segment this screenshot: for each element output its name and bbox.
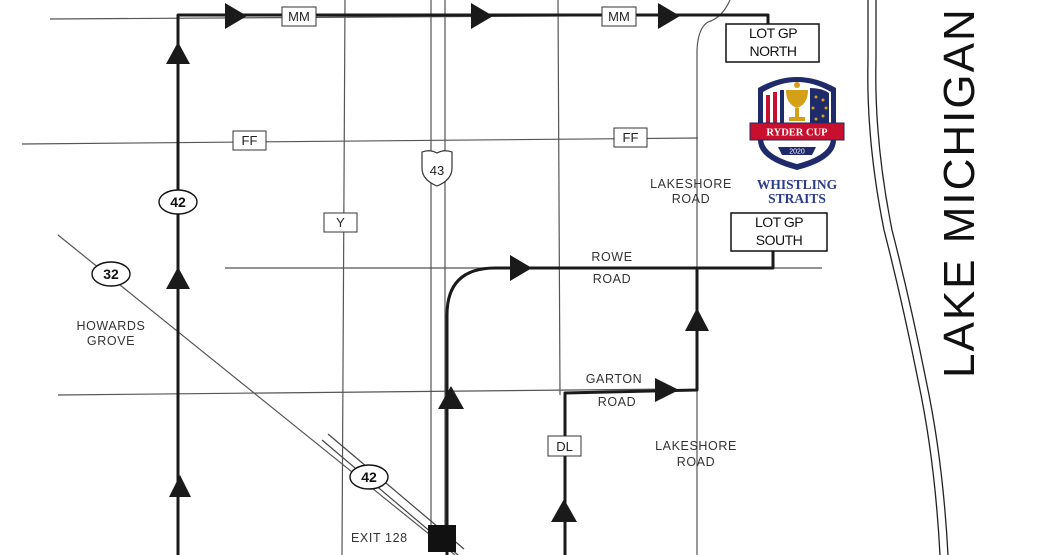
lot-gp-south: LOT GP SOUTH (730, 212, 828, 252)
svg-text:Y: Y (336, 215, 345, 230)
svg-text:FF: FF (623, 130, 639, 145)
venue-line-1: WHISTLING (757, 177, 838, 192)
highway-oval-42-south: 42 (349, 464, 389, 490)
route-box-mm-west: MM (281, 6, 317, 27)
road-ff (21, 137, 699, 145)
local-roads (21, 0, 822, 555)
svg-text:43: 43 (430, 163, 444, 178)
road-dl-north (557, 0, 561, 396)
arrow-north-icon (169, 475, 191, 497)
road-label-lakeshore-south-2: ROAD (677, 455, 716, 469)
interstate-shield-icon: 43 (421, 150, 453, 187)
svg-text:42: 42 (170, 194, 186, 210)
svg-text:LOT GP: LOT GP (755, 214, 803, 230)
route-hwy42-mm (176, 13, 770, 555)
road-lakeshore (696, 0, 731, 555)
route-box-ff-east: FF (613, 127, 648, 148)
ryder-cup-logo: RYDER CUP 2020 (749, 77, 845, 170)
lot-gp-north: LOT GP NORTH (725, 23, 820, 63)
road-label-rowe-2: ROAD (593, 272, 632, 286)
svg-text:DL: DL (556, 439, 573, 454)
road-label-garton: GARTON (586, 372, 643, 386)
road-label-rowe: ROWE (591, 250, 632, 264)
arrow-east-icon (510, 255, 532, 281)
arrow-north-icon (685, 308, 709, 331)
shoreline (867, 0, 949, 555)
route-lines (176, 13, 775, 555)
arrow-east-icon (655, 378, 679, 402)
road-label-garton-2: ROAD (598, 395, 637, 409)
svg-text:RYDER CUP: RYDER CUP (766, 128, 828, 139)
road-garton (57, 388, 677, 396)
road-label-lakeshore-north: LAKESHORE (650, 177, 732, 191)
arrow-north-icon (551, 499, 577, 522)
svg-text:LOT GP: LOT GP (749, 25, 797, 41)
highway-oval-32: 32 (91, 261, 131, 287)
direction-arrows (166, 3, 709, 522)
route-rowe (445, 250, 775, 555)
svg-text:FF: FF (242, 133, 258, 148)
arrow-east-icon (658, 3, 680, 29)
svg-text:NORTH: NORTH (749, 43, 796, 59)
arrow-north-icon (166, 42, 190, 64)
svg-text:MM: MM (608, 9, 630, 24)
road-label-lakeshore-south: LAKESHORE (655, 439, 737, 453)
venue-line-2: STRAITS (768, 191, 826, 206)
svg-text:SOUTH: SOUTH (756, 232, 803, 248)
interstate-43 (430, 0, 446, 525)
arrow-east-icon (471, 3, 493, 29)
route-garton (563, 268, 699, 555)
route-box-ff-west: FF (232, 130, 267, 151)
exit-label: EXIT 128 (351, 531, 408, 545)
svg-text:2020: 2020 (789, 149, 805, 156)
lake-label: LAKE MICHIGAN (935, 7, 984, 378)
route-box-mm-east: MM (601, 6, 637, 27)
trophy-icon (786, 82, 808, 121)
highway-oval-42-north: 42 (158, 189, 198, 215)
place-label-howards: HOWARDS (76, 319, 145, 333)
road-label-lakeshore-north-2: ROAD (672, 192, 711, 206)
road-hwy32 (57, 234, 456, 555)
svg-text:32: 32 (103, 266, 119, 282)
road-y (341, 0, 346, 555)
exit-marker (428, 525, 456, 552)
arrow-north-icon (438, 386, 464, 409)
route-box-y: Y (323, 212, 358, 233)
svg-text:42: 42 (361, 469, 377, 485)
route-box-dl: DL (547, 435, 582, 457)
arrow-east-icon (225, 3, 247, 29)
place-label-grove: GROVE (87, 334, 135, 348)
arrow-north-icon (166, 267, 190, 289)
svg-text:MM: MM (288, 9, 310, 24)
